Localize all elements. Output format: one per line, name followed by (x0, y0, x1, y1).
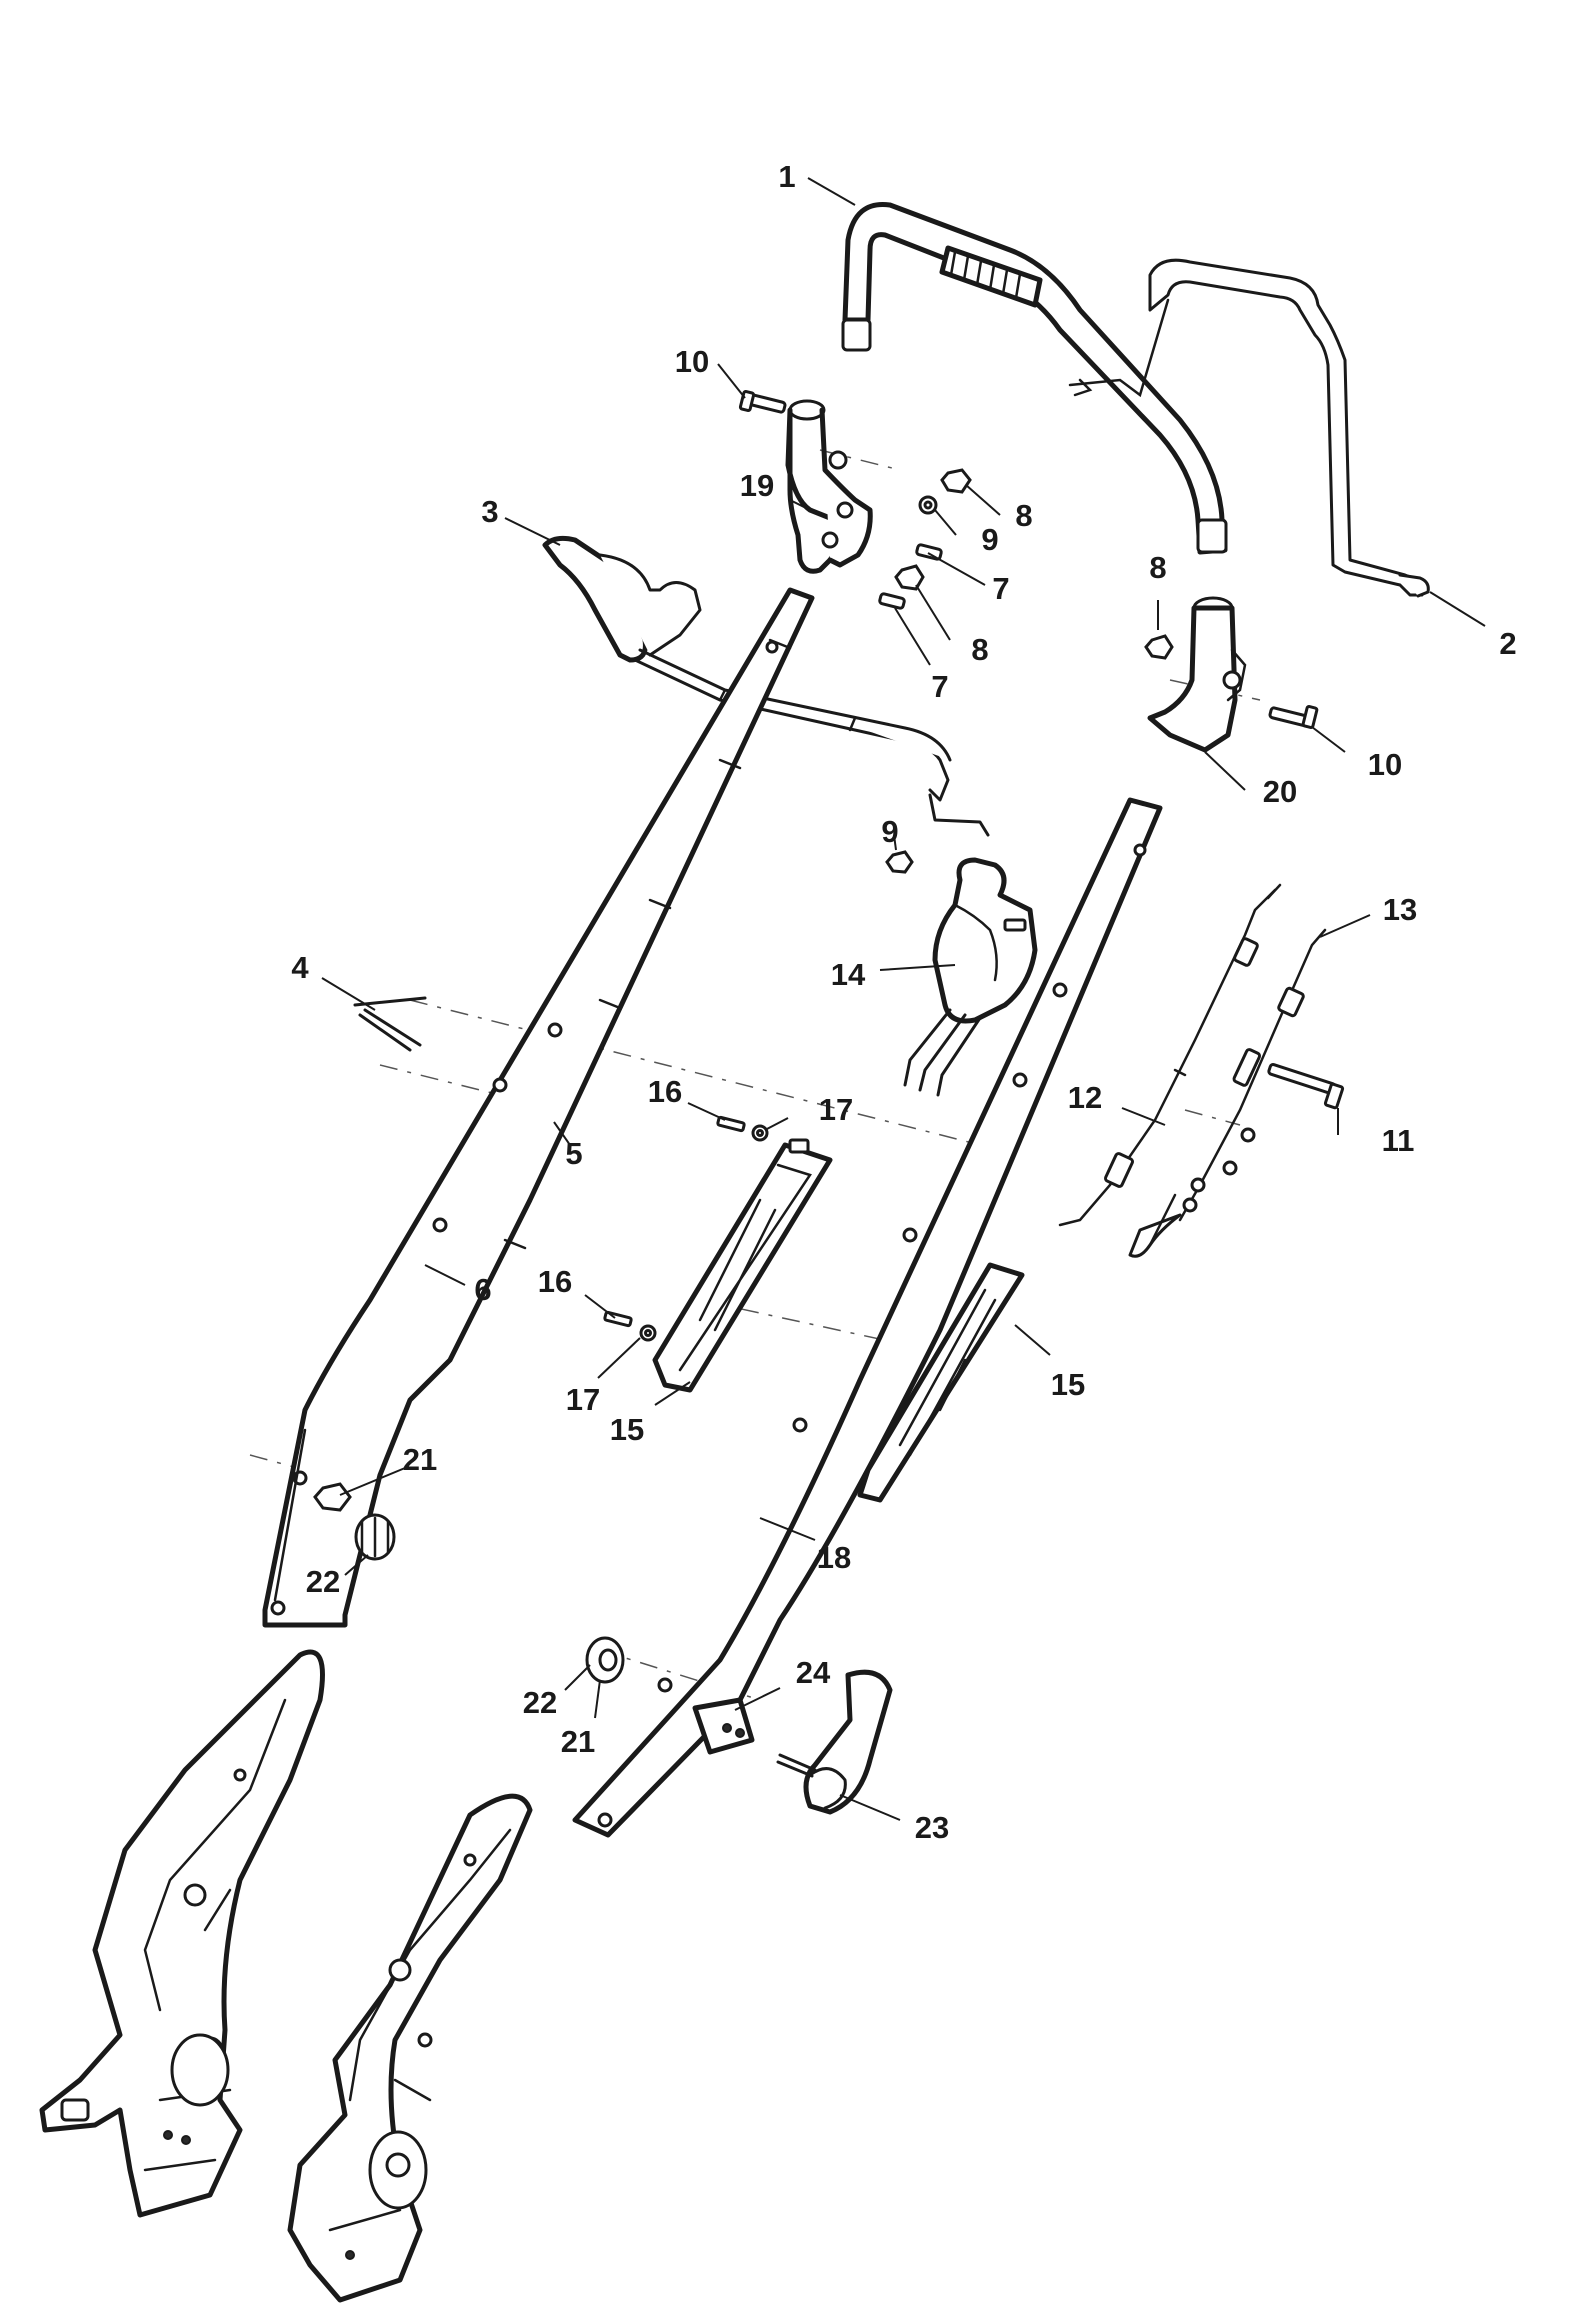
callout-17b: 17 (566, 1382, 600, 1417)
screw-7-upper (915, 543, 943, 561)
washer-9-upper (918, 495, 938, 515)
callout-16a: 16 (648, 1074, 682, 1109)
callout-20: 20 (1263, 774, 1297, 809)
callout-10b: 10 (1368, 747, 1402, 782)
part-lever-handle-23 (776, 1669, 893, 1815)
nut-8-right (1144, 634, 1174, 660)
washer-17-lower (639, 1324, 657, 1342)
part-control-lever (542, 535, 990, 837)
callout-10a: 10 (675, 344, 709, 379)
callout-3: 3 (481, 494, 498, 529)
leader-lines (321, 177, 1486, 1821)
callout-8a: 8 (1015, 498, 1032, 533)
callout-22b: 22 (523, 1685, 557, 1720)
callout-15a: 15 (1051, 1367, 1085, 1402)
bolt-10-left (738, 389, 787, 414)
callout-22a: 22 (306, 1564, 340, 1599)
callout-18: 18 (817, 1540, 851, 1575)
knob-22-left (354, 1513, 396, 1561)
part-bail-lever (1068, 258, 1430, 598)
callout-9b: 9 (881, 814, 898, 849)
callout-24: 24 (796, 1655, 831, 1690)
screw-7-lower (878, 592, 906, 610)
callout-4: 4 (291, 950, 309, 985)
callout-16b: 16 (538, 1264, 572, 1299)
part-grip-cover-left (652, 1138, 833, 1393)
part-clip (353, 996, 427, 1052)
callout-5: 5 (565, 1136, 582, 1171)
callout-12: 12 (1068, 1080, 1102, 1115)
part-handle-bracket-right (1147, 596, 1247, 753)
bolt-11 (1267, 1063, 1345, 1110)
assembly-axes (249, 449, 1261, 1701)
part-control-box (903, 857, 1038, 1097)
knob-22-right (585, 1636, 625, 1684)
callout-7a: 7 (992, 571, 1009, 606)
callout-19: 19 (740, 468, 774, 503)
callout-13: 13 (1383, 892, 1417, 927)
part-grip-cover-right (857, 1262, 1025, 1503)
part-upper-handle (841, 201, 1228, 555)
callout-7b: 7 (931, 669, 948, 704)
part-block-24 (692, 1697, 755, 1755)
callout-2: 2 (1499, 626, 1516, 661)
callout-1: 1 (778, 159, 795, 194)
washer-9-lower (885, 850, 914, 874)
part-handle-bracket-left (785, 399, 873, 574)
callout-17a: 17 (819, 1092, 853, 1127)
callout-11: 11 (1382, 1123, 1415, 1158)
part-lower-frame-left (39, 1649, 325, 2218)
callout-15b: 15 (610, 1412, 644, 1447)
callout-labels: 1 2 3 4 5 6 7 7 8 8 8 9 9 10 10 11 12 13… (291, 159, 1516, 1845)
part-cable-13 (1128, 928, 1327, 1258)
bolt-10-right (1268, 705, 1319, 729)
part-cable-12 (1058, 883, 1282, 1227)
callout-23: 23 (915, 1810, 949, 1845)
nut-21-left (313, 1482, 352, 1512)
callout-8c: 8 (1149, 550, 1166, 585)
callout-8b: 8 (971, 632, 988, 667)
nut-8-upper (940, 468, 972, 494)
part-lower-frame-right (287, 1793, 533, 2303)
callout-9a: 9 (981, 522, 998, 557)
part-left-handle-bar (262, 587, 815, 1628)
nut-8-middle (894, 564, 925, 591)
callout-14: 14 (831, 957, 866, 992)
callout-21b: 21 (561, 1724, 595, 1759)
callout-21a: 21 (403, 1442, 437, 1477)
washer-17-upper (751, 1124, 769, 1142)
callout-6: 6 (474, 1272, 491, 1307)
